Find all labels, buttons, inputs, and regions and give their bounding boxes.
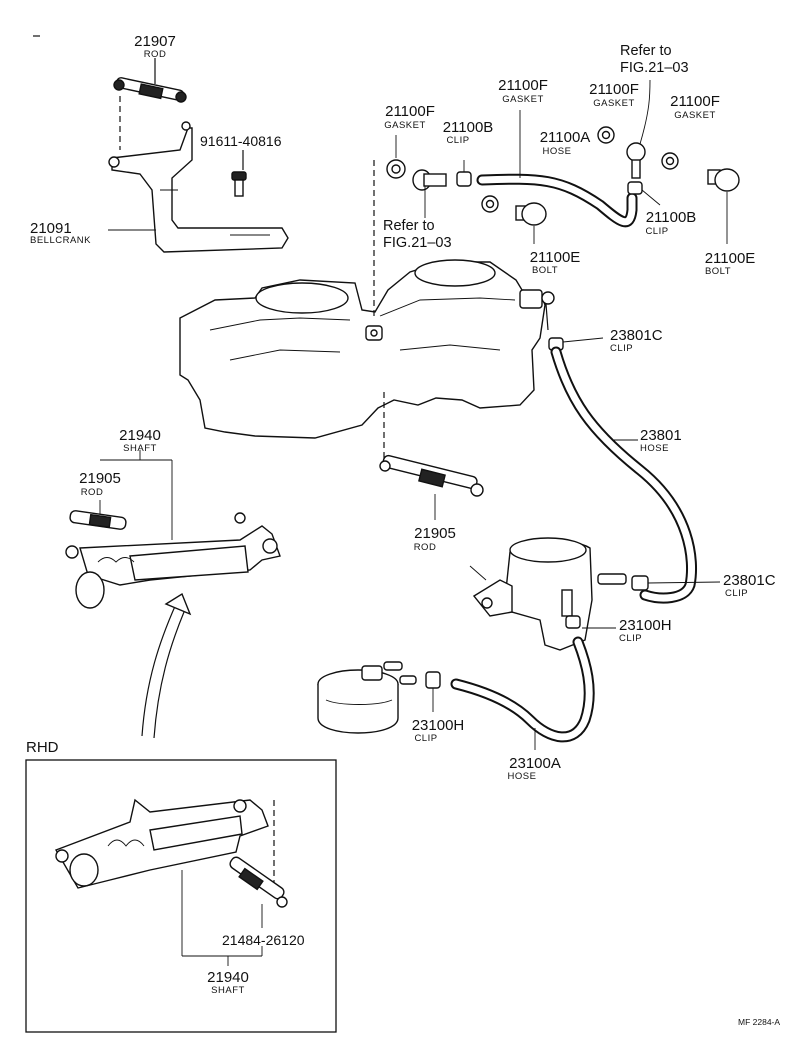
gasket-21100f-d-part: [661, 152, 679, 170]
clip-23100h-b-number: 23100H: [412, 717, 465, 734]
rhd-detail-box: [25, 759, 337, 1033]
shaft-21940-a-name: SHAFT: [123, 443, 157, 454]
carburetor-assembly: [179, 259, 555, 439]
hose-21100a-number: 21100A: [540, 129, 591, 146]
rod-21905-a-part: [69, 500, 127, 530]
bellcrank-21091-name: BELLCRANK: [30, 235, 91, 246]
rod-21905-a-name: ROD: [81, 487, 104, 498]
fuel-pump-part: [469, 537, 627, 651]
gasket-21100f-b-name: GASKET: [502, 94, 544, 105]
hose-23100a-number: 23100A: [509, 755, 561, 772]
rod-21905-b-part: [379, 454, 484, 520]
clip-23801c-b-number: 23801C: [723, 572, 776, 589]
gasket-21100f-c-name: GASKET: [593, 98, 635, 109]
bellcrank-21091-part: [108, 121, 289, 253]
gasket-21100f-b-number: 21100F: [498, 77, 548, 94]
clip-21100b-a-name: CLIP: [446, 135, 469, 146]
rod-21905-b-number: 21905: [414, 525, 456, 542]
rod-21907-number: 21907: [134, 33, 176, 50]
hose-23801-part: [550, 346, 698, 604]
fitting-fig21-03-part: [626, 79, 651, 179]
gasket-21100f-d-number: 21100F: [670, 93, 720, 110]
rhd-rod-21484-part: [229, 856, 288, 928]
bolt-21100e-a-part: [515, 202, 547, 244]
figure-code: MF 2284-A: [738, 1017, 780, 1027]
rod-21907-name: ROD: [144, 49, 167, 60]
shaft-21940-b-name: SHAFT: [211, 985, 245, 996]
banjo-fitting-part: [412, 169, 447, 191]
shaft-21940-part: [65, 450, 281, 609]
shaft-21940-b-number: 21940: [207, 969, 249, 986]
rod-21907-part: [113, 58, 187, 150]
clip-21100b-b-part: [627, 181, 661, 206]
hose-23801-number: 23801: [640, 427, 682, 444]
hose-23100a-part: [450, 636, 595, 750]
bolt-21100e-b-part: [707, 168, 740, 244]
rhd-rod-21484-number: 21484-26120: [222, 932, 305, 948]
clip-21100b-a-part: [456, 160, 472, 187]
bolt-21100e-b-number: 21100E: [705, 250, 756, 267]
bolt-21100e-a-number: 21100E: [530, 249, 581, 266]
bolt-91611-number: 91611-40816: [200, 133, 282, 149]
gasket-21100f-a-number: 21100F: [385, 103, 435, 120]
gasket-21100f-c-part: [597, 126, 615, 144]
bolt-21100e-b-name: BOLT: [705, 266, 731, 277]
hose-21100a-name: HOSE: [543, 146, 572, 157]
clip-23100h-b-part: [425, 671, 441, 712]
gasket-21100f-d-name: GASKET: [674, 110, 716, 121]
clip-23801c-b-name: CLIP: [725, 588, 748, 599]
rhd-shaft-part: [54, 798, 275, 900]
refer-fig-mid-line1: Refer to: [383, 218, 435, 234]
hose-23100a-name: HOSE: [508, 771, 537, 782]
rod-21905-b-name: ROD: [414, 542, 437, 553]
clip-23801c-a-number: 23801C: [610, 327, 663, 344]
clip-21100b-b-number: 21100B: [646, 209, 697, 226]
refer-fig-top-line2: FIG.21–03: [620, 60, 689, 76]
fuel-filter-part: [317, 661, 417, 734]
hose-21100a-part: [476, 110, 638, 228]
gasket-21100f-b-part: [481, 195, 499, 213]
bolt-91611-part: [231, 150, 247, 197]
clip-23100h-a-name: CLIP: [619, 633, 642, 644]
clip-23801c-a-part: [548, 337, 604, 351]
rhd-title: RHD: [26, 739, 59, 756]
clip-23801c-b-part: [631, 575, 721, 591]
gasket-21100f-a-part: [386, 135, 406, 179]
refer-fig-top-line1: Refer to: [620, 43, 672, 59]
refer-fig-mid-line2: FIG.21–03: [383, 235, 452, 251]
bellcrank-21091-number: 21091: [30, 220, 72, 237]
rod-21905-a-number: 21905: [79, 470, 121, 487]
shaft-21940-a-number: 21940: [119, 427, 161, 444]
clip-23100h-b-name: CLIP: [414, 733, 437, 744]
rhd-arrow: [141, 592, 192, 739]
clip-23801c-a-name: CLIP: [610, 343, 633, 354]
hose-23801-name: HOSE: [640, 443, 669, 454]
clip-21100b-a-number: 21100B: [443, 119, 494, 136]
clip-23100h-a-number: 23100H: [619, 617, 672, 634]
gasket-21100f-a-name: GASKET: [384, 120, 426, 131]
clip-21100b-b-name: CLIP: [645, 226, 668, 237]
gasket-21100f-c-number: 21100F: [589, 81, 639, 98]
bolt-21100e-a-name: BOLT: [532, 265, 558, 276]
